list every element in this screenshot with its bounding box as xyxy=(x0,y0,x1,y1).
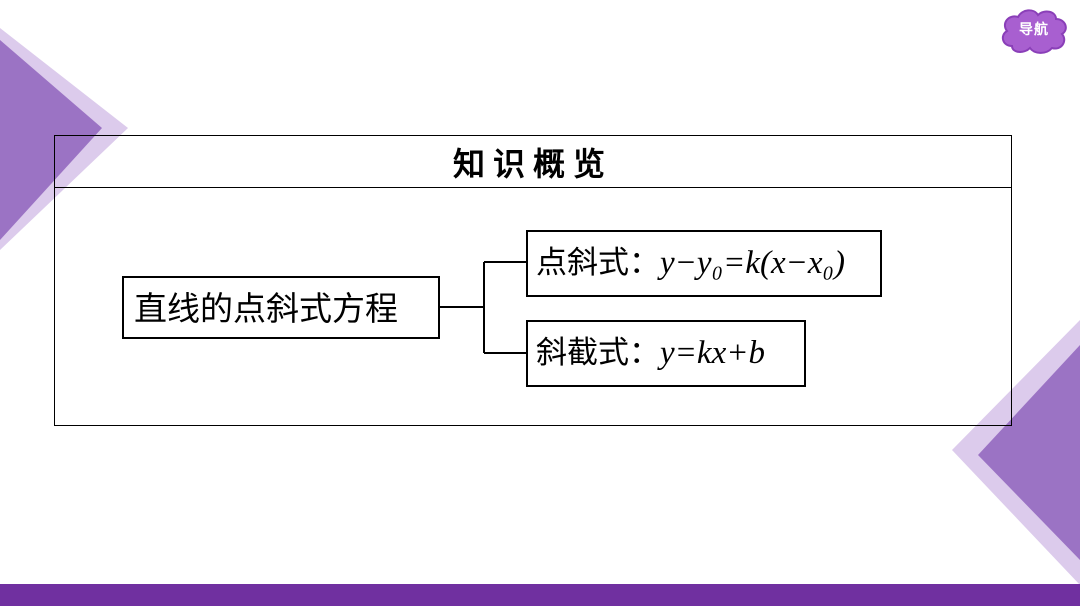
overview-panel: 知识概览 xyxy=(54,135,1012,426)
overview-title: 知识概览 xyxy=(55,136,1011,188)
formula-point-slope: y−y₀=k(x−x₀) xyxy=(660,245,845,281)
formula-slope-intercept: y=kx+b xyxy=(660,335,765,371)
root-node-label: 直线的点斜式方程 xyxy=(134,289,398,328)
branch-node-slope-intercept: 斜截式：y=kx+b xyxy=(526,320,806,387)
nav-button[interactable]: 导航 xyxy=(998,6,1070,56)
nav-label: 导航 xyxy=(1019,22,1049,38)
root-node: 直线的点斜式方程 xyxy=(122,276,440,339)
bottom-bar xyxy=(0,584,1080,606)
branch-label-point-slope: 点斜式： xyxy=(536,245,660,281)
branch-label-slope-intercept: 斜截式： xyxy=(536,335,660,371)
branch-node-point-slope: 点斜式：y−y₀=k(x−x₀) xyxy=(526,230,882,297)
cloud-icon xyxy=(1001,9,1067,54)
